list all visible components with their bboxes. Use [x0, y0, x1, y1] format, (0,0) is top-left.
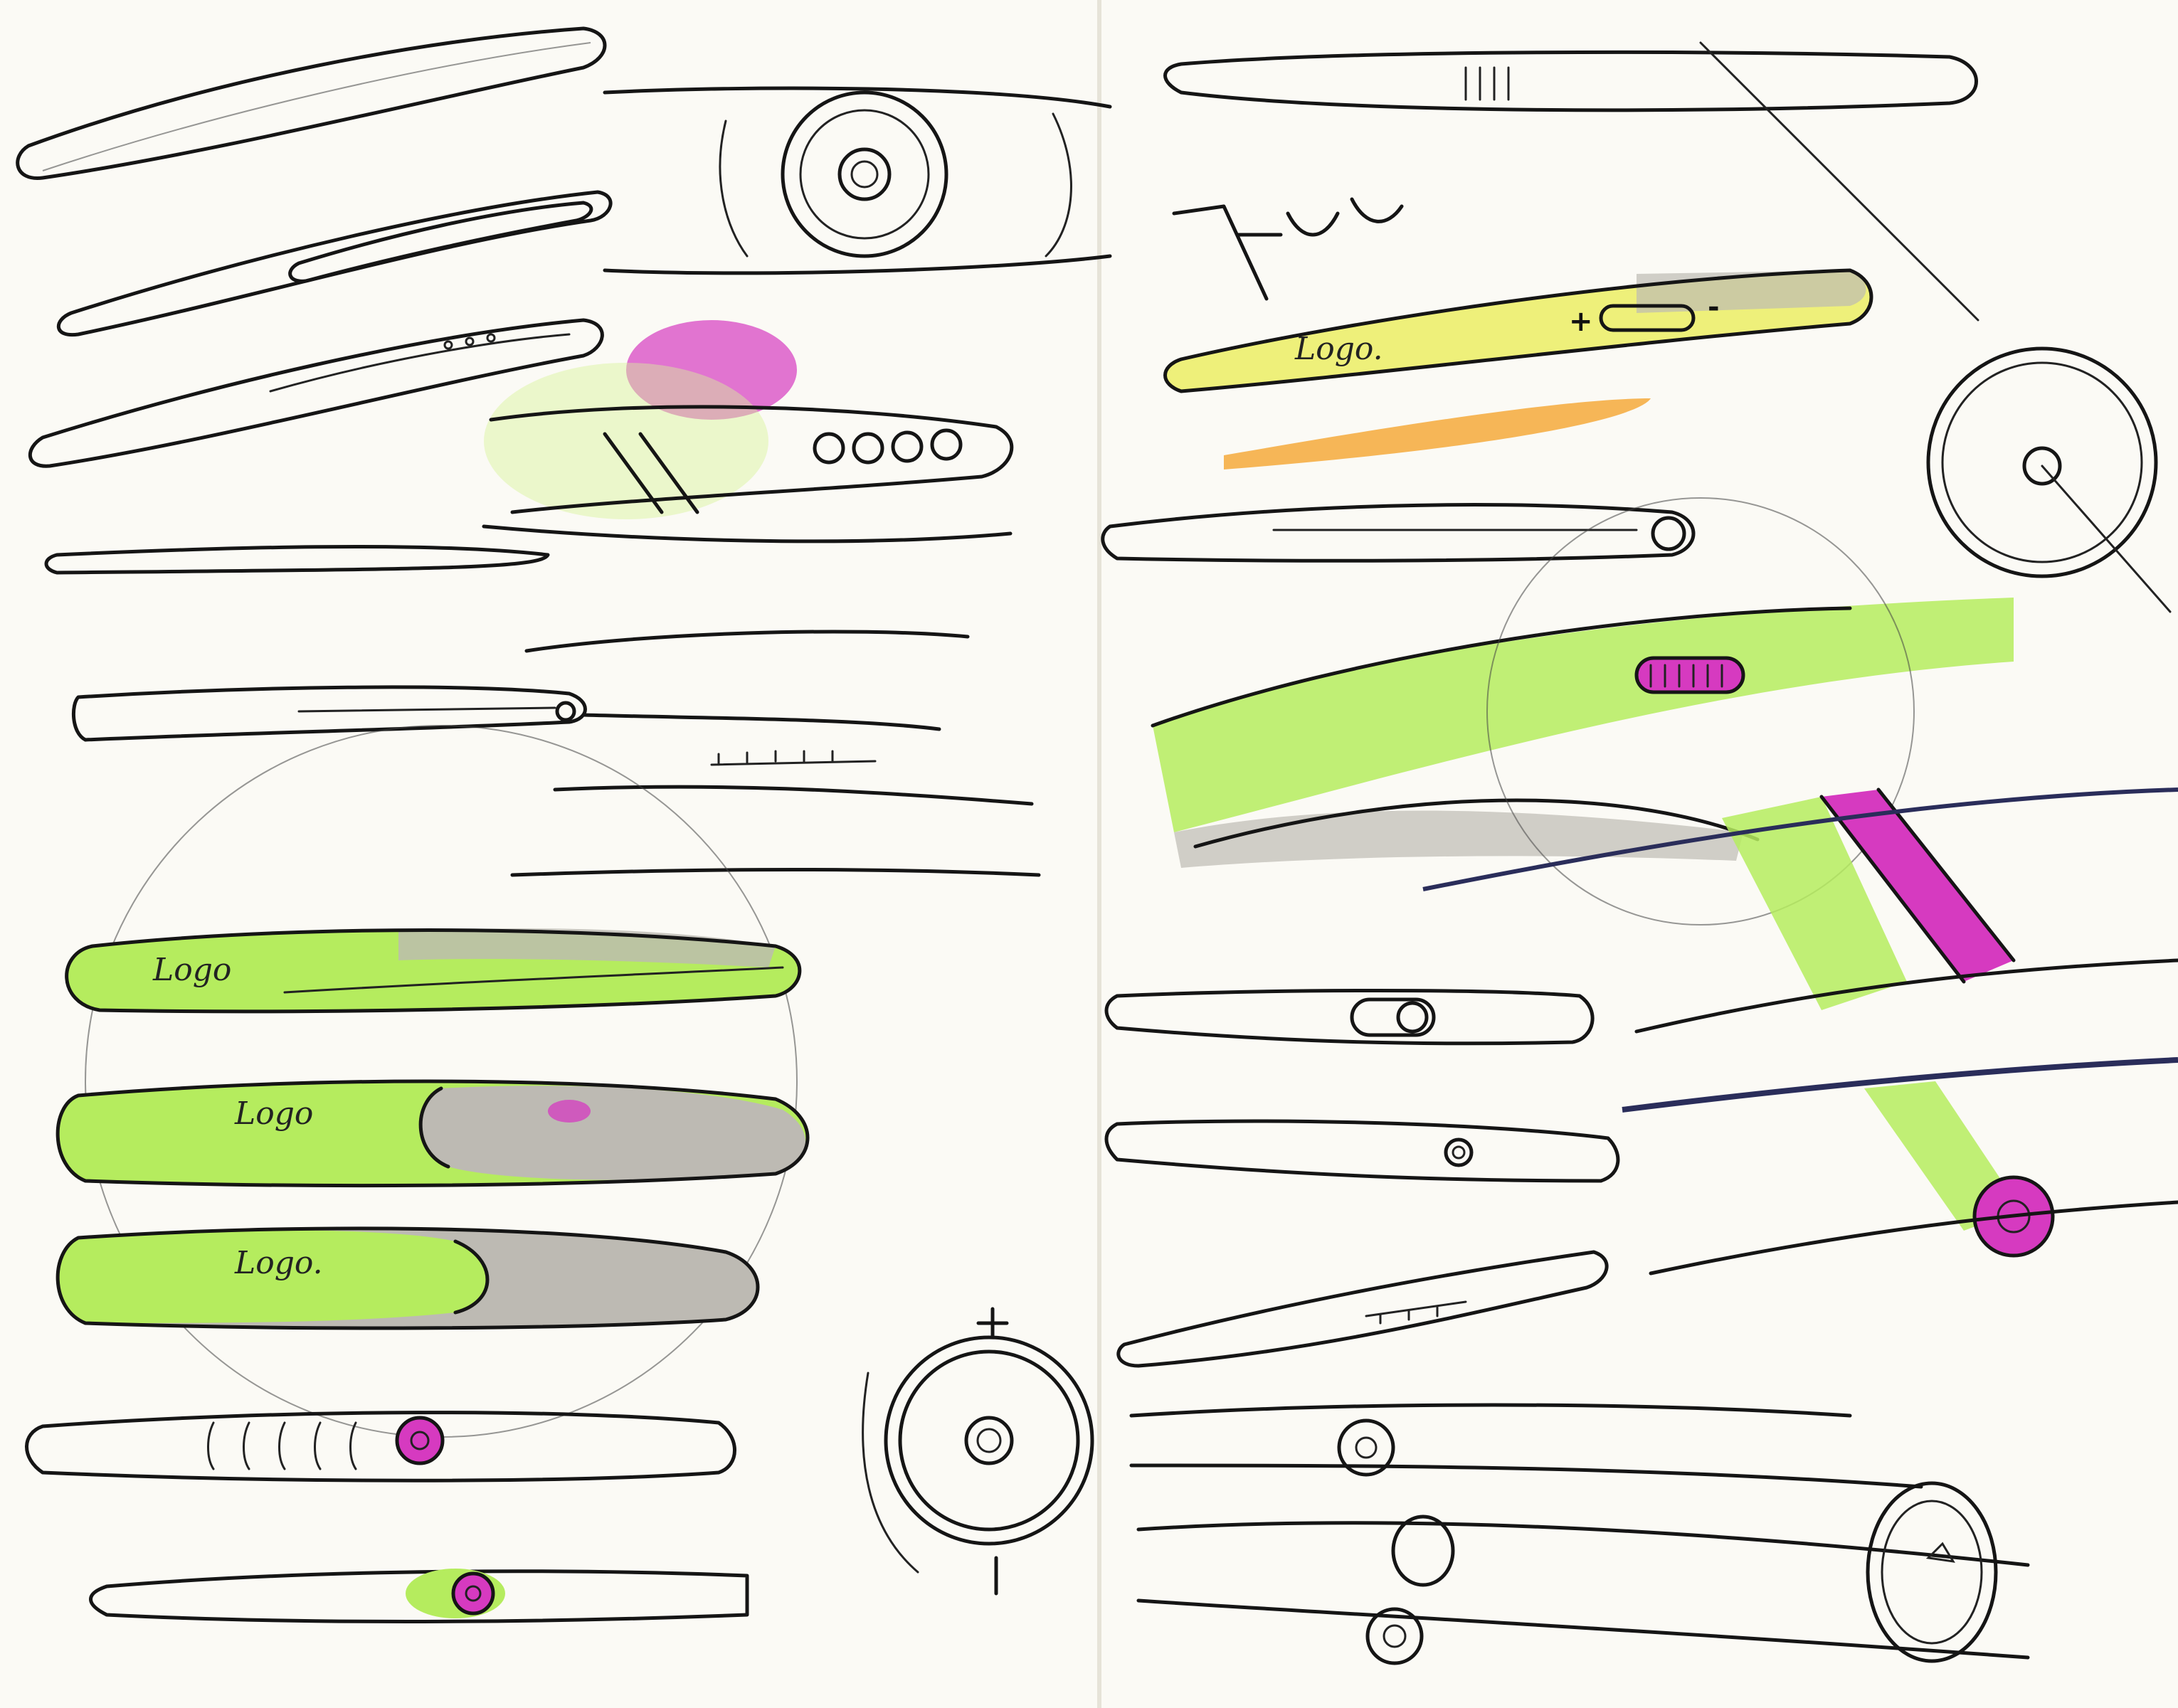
green-capsule-1: Logo	[65, 928, 802, 1014]
capsule-sketch-2	[57, 190, 613, 337]
logo-label-2: Logo	[234, 1096, 313, 1132]
left-page: Logo Logo Logo.	[16, 26, 1112, 1623]
capsule-top-right	[1163, 41, 1979, 322]
capsule-magenta-button	[25, 1411, 736, 1482]
dial-sketch-top	[603, 86, 1112, 275]
ports-sketch	[482, 405, 1014, 543]
capsule-green-button	[89, 1569, 749, 1623]
perspective-tubes	[1422, 787, 2178, 1275]
side-profile-1	[71, 685, 587, 742]
capsule-sketch-1	[16, 26, 607, 180]
minus-sign: -	[1708, 291, 1720, 324]
yellow-capsule: Logo. + -	[1163, 268, 1873, 393]
right-page: Logo. + -	[1101, 41, 2178, 1665]
orange-wash	[1224, 398, 1651, 470]
wheels-perspective	[1129, 1403, 2030, 1665]
capsule-right-1	[1104, 989, 1595, 1046]
dial-sketch-bottom	[862, 1307, 1094, 1596]
color-wash-1	[484, 320, 797, 519]
logo-label-1: Logo	[152, 952, 231, 988]
side-profile-2	[510, 630, 1041, 877]
signature	[1172, 197, 1404, 301]
textured-wheel	[1926, 346, 2172, 613]
capsule-sketch-3	[28, 318, 604, 468]
green-capsule-3: Logo.	[55, 1226, 760, 1330]
side-profile-3	[1101, 503, 1696, 563]
capsule-right-2	[1104, 1119, 1620, 1183]
green-capsule-2: Logo	[55, 1079, 810, 1188]
slim-line-sketch	[44, 544, 550, 575]
logo-label-0: Logo.	[1294, 331, 1383, 367]
plus-sign: +	[1569, 305, 1593, 338]
logo-label-3: Logo.	[234, 1245, 323, 1281]
capsule-right-3	[1116, 1250, 1609, 1368]
